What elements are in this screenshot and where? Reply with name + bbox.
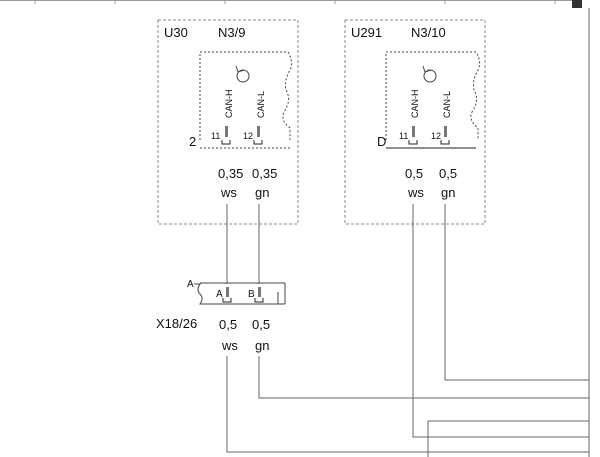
junction-color-b: gn — [255, 338, 269, 353]
junction-terminal-a — [222, 287, 232, 303]
wire-u291-gn — [444, 204, 589, 381]
connector-label: D — [377, 134, 386, 149]
pin-number-12: 12 — [243, 131, 253, 141]
wires — [226, 8, 590, 457]
pin-signal-12: CAN-L — [442, 91, 452, 118]
pin-terminal-12 — [440, 126, 450, 145]
module-id: U30 — [164, 25, 188, 40]
wire-color-12: gn — [441, 185, 455, 200]
wire-size-11: 0,35 — [218, 166, 243, 181]
module-box — [344, 19, 486, 225]
wire-color-11: ws — [407, 185, 424, 200]
component-outline — [199, 51, 293, 140]
junction-ref: X18/26 — [156, 316, 197, 331]
wire-junction-gn-out — [258, 356, 589, 399]
connector-label: 2 — [189, 134, 196, 149]
junction-connector-label: A — [187, 279, 194, 290]
wire-color-11: ws — [220, 185, 237, 200]
junction-size-b: 0,5 — [252, 317, 270, 332]
module-ref: N3/10 — [411, 25, 446, 40]
pin-signal-11: CAN-H — [224, 90, 234, 119]
junction-pin-b: B — [248, 289, 255, 300]
junction-terminal-b — [254, 287, 264, 303]
pin-terminal-11 — [408, 126, 418, 145]
wire-u291-ws-bus — [427, 420, 589, 457]
pin-terminal-12 — [253, 126, 263, 145]
corner-marker-icon — [572, 0, 582, 8]
wire-size-12: 0,5 — [439, 166, 457, 181]
module-u291: U291 N3/10 CAN-H CAN-L D 11 12 0,5 0,5 w… — [344, 19, 486, 225]
pin-number-12: 12 — [431, 131, 441, 141]
rotation-arrow-icon — [235, 65, 250, 83]
rotation-arrow-icon — [422, 65, 437, 83]
pin-signal-12: CAN-L — [256, 91, 266, 118]
junction-pin-a: A — [216, 289, 223, 300]
junction-break — [194, 283, 205, 305]
module-box — [157, 19, 299, 225]
component-outline — [385, 51, 481, 140]
pin-number-11: 11 — [399, 131, 408, 141]
wire-size-11: 0,5 — [405, 166, 423, 181]
wire-junction-ws-out — [226, 356, 589, 453]
wire-color-12: gn — [255, 185, 269, 200]
pin-number-11: 11 — [211, 131, 220, 141]
junction-color-a: ws — [221, 338, 238, 353]
wire-u291-ws — [412, 204, 428, 438]
module-id: U291 — [351, 25, 382, 40]
module-ref: N3/9 — [218, 25, 245, 40]
junction-x18-26: A A B X18/26 0,5 0,5 ws gn — [156, 279, 286, 353]
module-u30: U30 N3/9 CAN-H CAN-L 2 11 12 0,35 0,35 w… — [157, 19, 299, 225]
pin-terminal-11 — [221, 126, 231, 145]
pin-signal-11: CAN-H — [410, 90, 420, 119]
wire-size-12: 0,35 — [252, 166, 277, 181]
junction-size-a: 0,5 — [219, 317, 237, 332]
